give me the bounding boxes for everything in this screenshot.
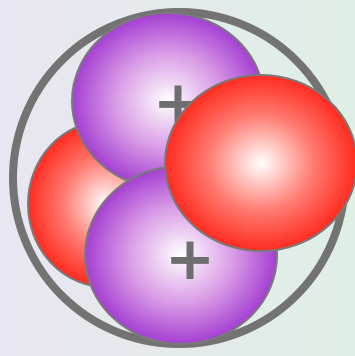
neutron-right [165, 75, 355, 251]
